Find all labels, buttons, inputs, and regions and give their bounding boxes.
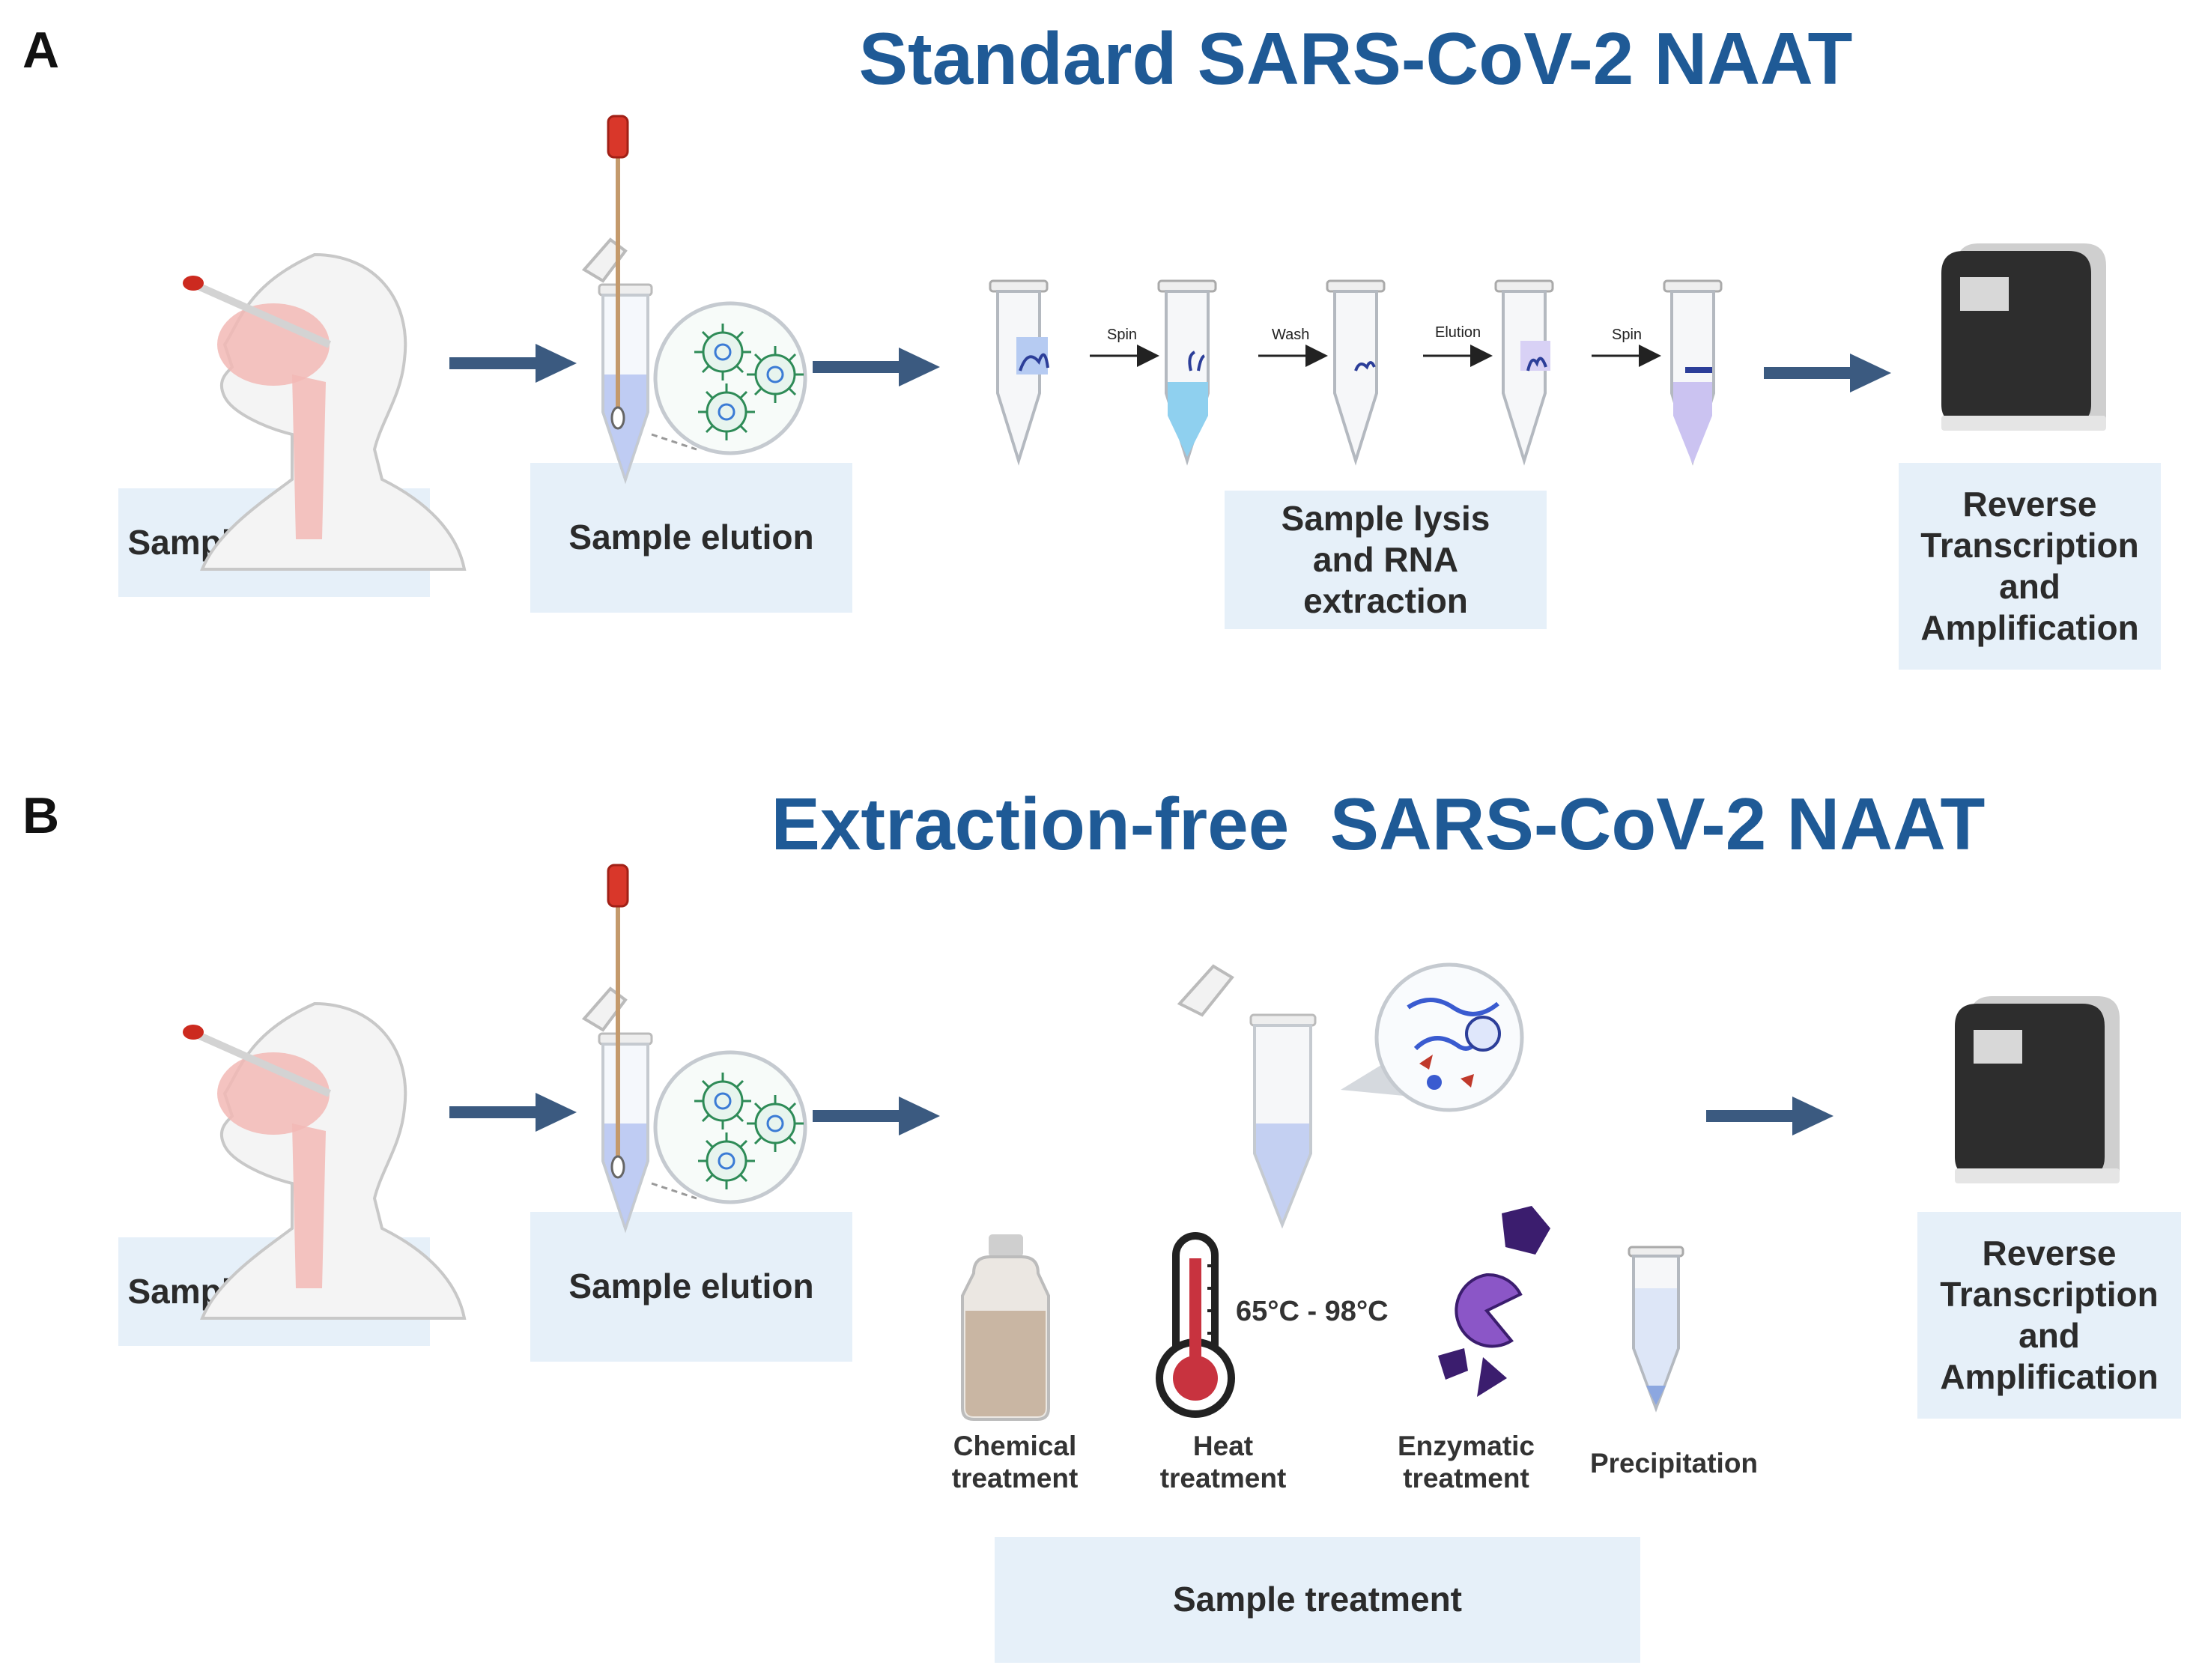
panel-b-elution-box: Sample elution [530, 1212, 852, 1362]
panel-a-lysis-box: Sample lysis and RNA extraction [1225, 491, 1547, 629]
chemical-bottle-icon [961, 1234, 1050, 1421]
big-arrow-icon-a1 [449, 344, 577, 383]
precipitation-tube-icon [1628, 1246, 1684, 1413]
step-label-wash: Wash [1272, 327, 1310, 343]
virus-zoom-icon-b [655, 1052, 805, 1202]
big-arrow-icon-b1 [449, 1093, 577, 1132]
treatment-label-precipitation: Precipitation [1589, 1448, 1759, 1479]
panel-b-title: Extraction-free SARS-CoV-2 NAAT [771, 783, 1986, 865]
lysed-contents-zoom-icon [1374, 962, 1524, 1112]
step-label-spin-2: Spin [1612, 327, 1643, 343]
panel-a-elution-box: Sample elution [530, 463, 852, 613]
panel-a-letter: A [22, 22, 60, 79]
big-arrow-icon-a3 [1764, 354, 1891, 392]
step-label-spin-1: Spin [1107, 327, 1138, 343]
treatment-label-chemical: Chemical treatment [951, 1431, 1079, 1493]
pcr-instrument-icon-b [1955, 996, 2120, 1183]
treatment-label-enzymatic: Enzymatic treatment [1397, 1431, 1535, 1493]
panel-a-rtamp-box: Reverse Transcription and Amplification [1899, 463, 2161, 670]
virus-zoom-icon-a [655, 303, 805, 453]
big-arrow-icon-b3 [1706, 1097, 1834, 1135]
thermometer-icon [1156, 1232, 1235, 1418]
enzyme-icon [1438, 1206, 1550, 1397]
treatment-label-heat: Heat treatment [1159, 1431, 1287, 1493]
panel-b-rtamp-box: Reverse Transcription and Amplification [1917, 1212, 2181, 1419]
swab-tube-icon-a [583, 115, 653, 481]
panel-b-letter: B [22, 787, 60, 844]
swab-tube-icon-b [583, 864, 653, 1230]
patient-swab-icon-a [183, 255, 464, 569]
extraction-tubes [989, 279, 1723, 464]
pcr-instrument-icon-a [1941, 243, 2106, 431]
temperature-range-label: 65°C - 98°C [1236, 1296, 1389, 1327]
big-arrow-icon-a2 [813, 348, 940, 386]
panel-b-treatment-box: Sample treatment [995, 1537, 1640, 1663]
patient-swab-icon-b [183, 1004, 464, 1318]
step-label-elution: Elution [1435, 324, 1481, 341]
big-arrow-icon-b2 [813, 1097, 940, 1135]
treatment-tube-icon [1177, 964, 1317, 1229]
panel-a-title: Standard SARS-CoV-2 NAAT [858, 17, 1853, 100]
